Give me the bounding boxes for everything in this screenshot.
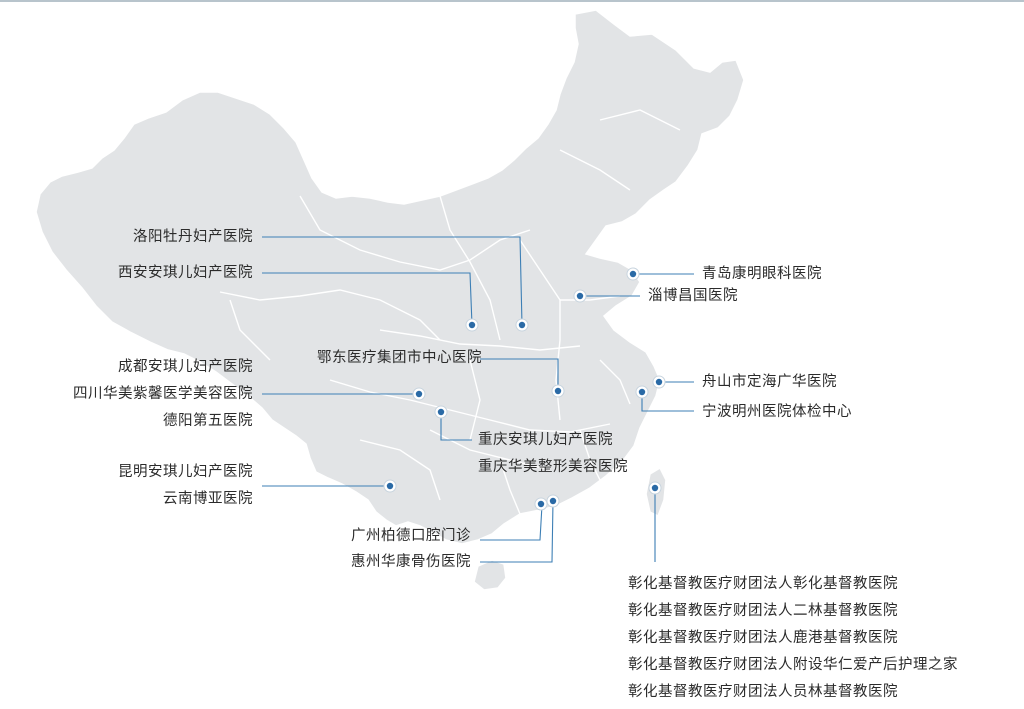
marker-edong[interactable]	[551, 384, 565, 398]
marker-kunming[interactable]	[383, 479, 397, 493]
leader-lines	[262, 236, 694, 563]
marker-zhoushan[interactable]	[652, 375, 666, 389]
marker-chongqing[interactable]	[434, 405, 448, 419]
marker-qingdao[interactable]	[626, 267, 640, 281]
label-zhoushan: 舟山市定海广华医院	[702, 374, 837, 390]
label-changhua-1: 彰化基督教医疗财团法人彰化基督教医院	[628, 576, 898, 592]
label-ningbo: 宁波明州医院体检中心	[702, 404, 852, 420]
top-border-line	[0, 0, 1024, 2]
label-changhua-2: 彰化基督教医疗财团法人二林基督教医院	[628, 603, 898, 619]
marker-chengdu[interactable]	[412, 387, 426, 401]
label-xian: 西安安琪儿妇产医院	[118, 265, 253, 281]
marker-guangzhou[interactable]	[534, 497, 548, 511]
label-edong: 鄂东医疗集团市中心医院	[317, 350, 482, 366]
marker-ningbo[interactable]	[635, 385, 649, 399]
marker-luoyang[interactable]	[515, 318, 529, 332]
label-deyang: 德阳第五医院	[163, 413, 253, 429]
label-chengdu: 成都安琪儿妇产医院	[118, 359, 253, 375]
marker-huizhou[interactable]	[546, 494, 560, 508]
label-qingdao: 青岛康明眼科医院	[702, 266, 822, 282]
label-huizhou: 惠州华康骨伤医院	[351, 554, 471, 570]
label-changhua-4: 彰化基督教医疗财团法人附设华仁爱产后护理之家	[628, 657, 958, 673]
location-markers	[383, 267, 666, 511]
marker-changhua[interactable]	[648, 481, 662, 495]
label-luoyang: 洛阳牡丹妇产医院	[133, 229, 253, 245]
marker-xian[interactable]	[465, 318, 479, 332]
label-changhua-3: 彰化基督教医疗财团法人鹿港基督教医院	[628, 630, 898, 646]
label-chongqing-huamei: 重庆华美整形美容医院	[478, 459, 628, 475]
label-changhua-5: 彰化基督教医疗财团法人员林基督教医院	[628, 684, 898, 700]
hainan-island-shape	[473, 559, 507, 591]
label-chongqing-anqier: 重庆安琪儿妇产医院	[478, 432, 613, 448]
label-yunnan-boya: 云南博亚医院	[163, 491, 253, 507]
label-kunming: 昆明安琪儿妇产医院	[118, 464, 253, 480]
label-zibo: 淄博昌国医院	[648, 288, 738, 304]
china-mainland-shape	[35, 9, 745, 545]
label-sichuan-huamei: 四川华美紫馨医学美容医院	[73, 386, 253, 402]
marker-zibo[interactable]	[573, 289, 587, 303]
label-guangzhou: 广州柏德口腔门诊	[351, 528, 471, 544]
